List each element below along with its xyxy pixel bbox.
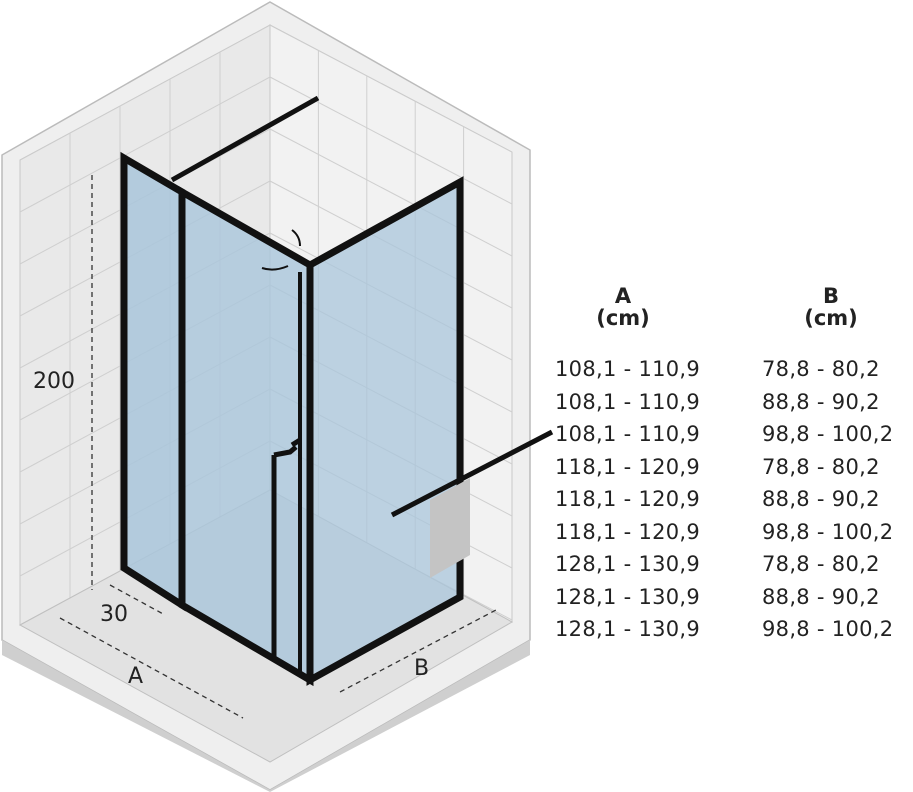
table-cell-b: 88,8 - 90,2: [762, 389, 880, 414]
door-glass-panel: [182, 192, 310, 680]
table-cell-a: 108,1 - 110,9: [555, 422, 701, 446]
table-cell-b: 78,8 - 80,2: [762, 454, 880, 479]
table-cell-b: 78,8 - 80,2: [762, 357, 880, 381]
tile-line: [20, 25, 270, 161]
height-dimension-label: 200: [33, 369, 75, 394]
column-header-b: B (cm): [761, 285, 901, 329]
rotation-arrow-icon: [291, 229, 301, 247]
dimension-lines: [59, 175, 497, 719]
door-handle-icon: [271, 437, 302, 660]
tile-line: [270, 128, 512, 257]
table-cell-b: 88,8 - 90,2: [762, 584, 880, 609]
black-frame: [120, 151, 464, 687]
tile-line: [270, 76, 512, 205]
width-b-dimension-label: B: [414, 656, 430, 681]
towel: [430, 478, 470, 578]
fixed-glass-panel: [124, 158, 182, 605]
table-cell-b: 88,8 - 90,2: [762, 487, 880, 511]
header-letter: B: [822, 284, 839, 308]
header-unit: (cm): [804, 306, 858, 330]
table-cell-a: 108,1 - 110,9: [555, 357, 701, 381]
table-cell-b: 78,8 - 80,2: [762, 552, 880, 576]
table-cell-a: 118,1 - 120,9: [555, 454, 701, 479]
table-cell-b: 98,8 - 100,2: [762, 422, 894, 446]
stabilizer-bar: [170, 95, 320, 183]
table-cell-a: 128,1 - 130,9: [555, 584, 701, 609]
side-glass-panel: [310, 182, 460, 680]
table-cell-b: 98,8 - 100,2: [762, 617, 894, 641]
towel-bar: [390, 429, 554, 518]
rotation-arrow-icon: [261, 265, 289, 271]
column-header-a: A (cm): [553, 285, 693, 329]
table-cell-a: 118,1 - 120,9: [555, 487, 701, 511]
table-cell-a: 128,1 - 130,9: [555, 552, 701, 576]
header-letter: A: [614, 284, 632, 308]
fixed-panel-dimension-label: 30: [100, 602, 128, 627]
table-cell-a: 118,1 - 120,9: [555, 519, 701, 544]
width-a-dimension-label: A: [128, 664, 144, 689]
header-unit: (cm): [596, 306, 650, 330]
table-cell-a: 108,1 - 110,9: [555, 389, 701, 414]
tile-line: [20, 76, 270, 213]
table-cell-b: 98,8 - 100,2: [762, 519, 894, 544]
table-cell-a: 128,1 - 130,9: [555, 617, 701, 641]
